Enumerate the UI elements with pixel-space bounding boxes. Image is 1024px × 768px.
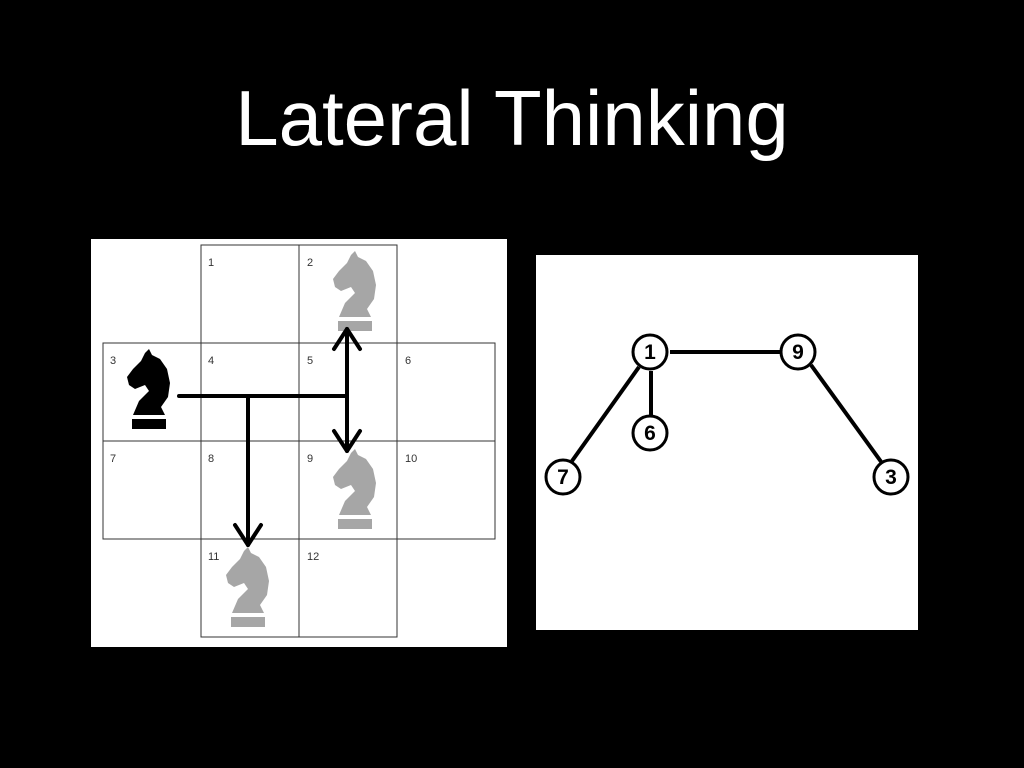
cell-number-9: 9: [307, 453, 313, 465]
cell-number-1: 1: [208, 257, 214, 269]
cell-number-12: 12: [307, 551, 319, 563]
cell-number-5: 5: [307, 355, 313, 367]
cell-number-3: 3: [110, 355, 116, 367]
grid-cell: [396, 342, 496, 442]
cell-number-6: 6: [405, 355, 411, 367]
cell-number-10: 10: [405, 453, 417, 465]
graph-svg: 1 9 6 7 3: [544, 333, 910, 496]
slide-title: Lateral Thinking: [235, 74, 789, 162]
cell-number-8: 8: [208, 453, 214, 465]
graph-node-circle: [631, 333, 669, 371]
graph-edge: [809, 363, 884, 465]
grid-cell: [102, 440, 202, 540]
graph-node-label: 7: [557, 466, 569, 489]
knight-board-svg: 1 2 3 4 5 6 7 8 9 10 11 12: [102, 244, 496, 638]
graph-node-label: 3: [885, 466, 897, 489]
knight-graph-diagram: 1 9 6 7 3: [536, 255, 918, 630]
graph-node-circle: [544, 458, 582, 496]
cell-number-7: 7: [110, 453, 116, 465]
knight-move-board: 1 2 3 4 5 6 7 8 9 10 11 12: [91, 239, 507, 647]
arrowhead-down-icon: [233, 523, 263, 547]
grey-knight-icon: [333, 251, 376, 331]
graph-node-label: 9: [792, 341, 804, 364]
cell-number-11: 11: [208, 551, 219, 563]
grid-cell: [396, 440, 496, 540]
grey-knight-icon: [226, 547, 269, 627]
graph-node-circle: [872, 458, 910, 496]
graph-node-label: 1: [644, 341, 656, 364]
cell-number-2: 2: [307, 257, 313, 269]
grid-cell: [298, 538, 398, 638]
black-knight-icon: [127, 349, 170, 429]
graph-node-circle: [779, 333, 817, 371]
cell-number-4: 4: [208, 355, 214, 367]
graph-edge: [570, 365, 641, 463]
grid-cell: [200, 244, 300, 344]
graph-node-circle: [631, 414, 669, 452]
arrowhead-down-icon: [332, 429, 362, 453]
arrowhead-up-icon: [332, 327, 362, 351]
grey-knight-icon: [333, 449, 376, 529]
graph-node-label: 6: [644, 422, 656, 445]
